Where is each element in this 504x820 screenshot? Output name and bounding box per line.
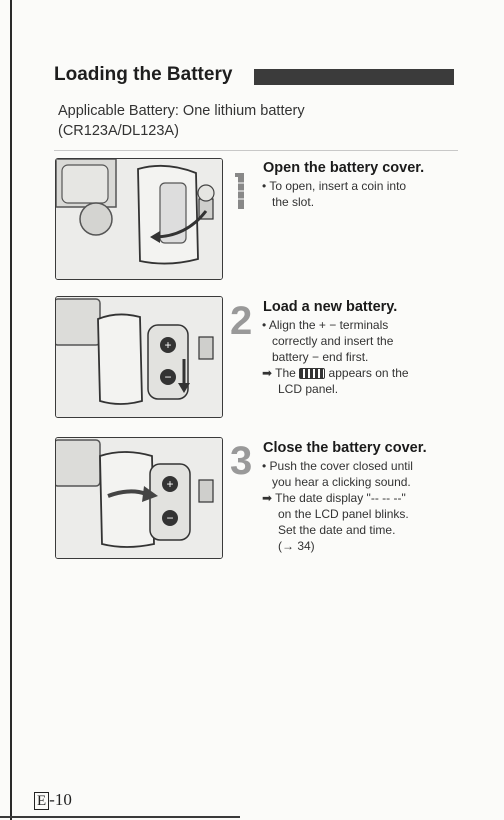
step-3-illustration: + −: [55, 437, 223, 559]
step-3-number-text: 3: [230, 439, 252, 478]
step-2-result-prefix: ➡ The: [262, 366, 296, 380]
step-3-line-1: • Push the cover closed until: [262, 459, 413, 473]
step-3-line-3: ➡ The date display "-- -- --": [262, 491, 406, 505]
step-3-line-2: you hear a clicking sound.: [272, 475, 411, 489]
svg-text:−: −: [164, 370, 171, 384]
title-bar-decoration: [254, 69, 454, 85]
step-1-number-icon: [231, 163, 251, 211]
step-2-line-2: correctly and insert the: [272, 334, 394, 348]
step-1-line-2: the slot.: [272, 195, 315, 209]
step-2-result-suffix: appears on the: [328, 366, 409, 380]
page-number: -10: [49, 790, 72, 809]
svg-text:+: +: [164, 338, 171, 352]
bottom-rule: [0, 816, 240, 818]
step-3-line-5: Set the date and time.: [278, 523, 396, 537]
step-2-line-5: LCD panel.: [278, 382, 339, 396]
step-3-title: Close the battery cover.: [263, 440, 427, 456]
intro-text: Applicable Battery: One lithium battery …: [58, 101, 458, 141]
step-2-line-1: • Align the + − terminals: [262, 318, 389, 332]
intro-line-2: (CR123A/DL123A): [58, 123, 179, 139]
section-header: Loading the Battery: [54, 64, 456, 88]
step-1-title: Open the battery cover.: [263, 160, 425, 176]
separator: [54, 150, 458, 151]
step-2-body: • Align the + − terminals correctly and …: [262, 317, 462, 397]
step-2-line-3: battery − end first.: [272, 350, 369, 364]
step-1-line-1: • To open, insert a coin into: [262, 179, 407, 193]
camera-open-cover-image: [56, 159, 222, 279]
step-3-line-4: on the LCD panel blinks.: [278, 507, 409, 521]
step-1-illustration: [55, 158, 223, 280]
step-1-body: • To open, insert a coin into the slot.: [262, 178, 462, 210]
step-3-body: • Push the cover closed until you hear a…: [262, 458, 467, 554]
step-2-line-4: ➡ The appears on the: [262, 365, 462, 381]
step-2-number: 2: [228, 298, 256, 338]
svg-text:−: −: [166, 511, 173, 525]
step-2-title: Load a new battery.: [263, 299, 398, 315]
svg-text:+: +: [166, 477, 173, 491]
language-box: E: [34, 792, 50, 810]
left-margin-rule: [10, 0, 12, 820]
step-3-number: 3: [228, 438, 256, 478]
intro-line-1: Applicable Battery: One lithium battery: [58, 103, 305, 119]
camera-insert-battery-image: + −: [56, 297, 222, 417]
camera-close-cover-image: + −: [56, 438, 222, 558]
page-title: Loading the Battery: [54, 64, 233, 85]
step-2-illustration: + −: [55, 296, 223, 418]
page-footer: E-10: [34, 790, 72, 810]
step-2-number-text: 2: [230, 299, 252, 338]
battery-indicator-icon: [299, 368, 326, 380]
step-3-line-6: (→ 34): [278, 539, 315, 553]
